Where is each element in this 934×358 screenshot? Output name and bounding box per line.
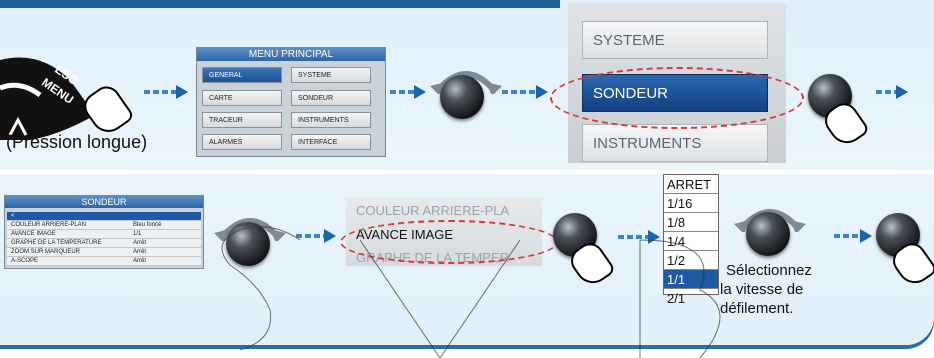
row-value: Arrêt <box>133 258 147 264</box>
highlight-ring-sondeur <box>550 67 804 129</box>
rotary-knob-2[interactable] <box>226 222 270 266</box>
menu-principal: MENU PRINCIPAL GENERAL SYSTEME CARTE SON… <box>196 47 386 157</box>
rotate-arrows-icon-2 <box>214 218 286 241</box>
rotary-knob[interactable] <box>440 75 484 119</box>
speed-list: ARRET 1/16 1/8 1/4 1/2 1/1 2/1 <box>663 174 719 306</box>
flow-arrow-5 <box>296 229 336 243</box>
sondeur-row-graphe[interactable]: GRAPHE DE LA TEMPERATURE Arrêt <box>7 239 201 248</box>
avance-menu-item-couleur[interactable]: COULEUR ARRIERE-PLA <box>356 203 510 218</box>
back-label: < <box>11 213 15 219</box>
row-label: GRAPHE DE LA TEMPERATURE <box>11 240 102 246</box>
row-label: ZOOM SUR MARQUEUR <box>11 249 80 255</box>
instruction-line-1: Sélectionnez <box>726 262 812 279</box>
big-menu-item-instruments[interactable]: INSTRUMENTS <box>582 124 768 162</box>
row-label: COULEUR ARRIERE-PLAN <box>11 222 87 228</box>
flow-arrow-4 <box>876 85 908 99</box>
speed-option-2-1[interactable]: 2/1 <box>667 291 686 306</box>
row-label: A-SCOPE <box>11 258 39 264</box>
menu-item-alarmes[interactable]: ALARMES <box>202 134 282 150</box>
sondeur-menu-title: SONDEUR <box>5 196 203 208</box>
big-menu-item-systeme[interactable]: SYSTEME <box>582 21 768 59</box>
row-value: Arrêt <box>133 249 147 255</box>
speed-option-1-16[interactable]: 1/16 <box>664 194 718 213</box>
esc-key-graphic <box>0 57 95 140</box>
top-strip <box>0 0 560 8</box>
row-value: Arrêt <box>133 240 147 246</box>
menu-item-interface[interactable]: INTERFACE <box>291 134 371 150</box>
sondeur-row-couleur[interactable]: COULEUR ARRIERE-PLAN Bleu foncé <box>7 221 201 230</box>
row-value: Bleu foncé <box>133 222 162 228</box>
speed-option-1-8[interactable]: 1/8 <box>664 213 718 232</box>
esc-menu-key[interactable]: ESC MENU <box>0 40 120 140</box>
long-press-caption: (Pression longue) <box>6 132 148 152</box>
menu-item-systeme[interactable]: SYSTEME <box>291 67 371 83</box>
instruction-line-2: la vitesse de <box>720 281 804 298</box>
menu-item-carte[interactable]: CARTE <box>202 90 282 106</box>
row-label: AVANCE IMAGE <box>11 231 56 237</box>
sondeur-row-avance[interactable]: AVANCE IMAGE 1/1 <box>7 230 201 239</box>
speed-option-arret[interactable]: ARRET <box>664 175 718 194</box>
flow-arrow-7 <box>834 229 872 243</box>
rotary-knob-3[interactable] <box>746 212 790 256</box>
svb-watermark <box>221 226 721 358</box>
sondeur-menu-back[interactable]: < <box>7 212 201 221</box>
menu-item-sondeur[interactable]: SONDEUR <box>291 90 371 106</box>
row-separator <box>0 170 934 174</box>
instruction-line-3: défilement. <box>720 300 794 317</box>
sondeur-row-ascope[interactable]: A-SCOPE Arrêt <box>7 257 201 266</box>
flow-arrow-3 <box>502 85 548 99</box>
menu-item-instruments[interactable]: INSTRUMENTS <box>291 112 371 128</box>
sondeur-row-zoom[interactable]: ZOOM SUR MARQUEUR Arrêt <box>7 248 201 257</box>
menu-item-traceur[interactable]: TRACEUR <box>202 112 282 128</box>
speed-option-1-1[interactable]: 1/1 <box>664 270 718 289</box>
menu-item-general[interactable]: GENERAL <box>202 67 282 83</box>
row-value: 1/1 <box>133 231 142 237</box>
up-arrow-icon <box>8 116 28 136</box>
flow-arrow-2 <box>390 85 426 99</box>
sondeur-menu: SONDEUR < COULEUR ARRIERE-PLAN Bleu foncé… <box>4 195 204 269</box>
menu-principal-title: MENU PRINCIPAL <box>197 48 385 61</box>
flow-arrow-1 <box>144 85 188 99</box>
speed-option-1-2[interactable]: 1/2 <box>664 251 718 270</box>
